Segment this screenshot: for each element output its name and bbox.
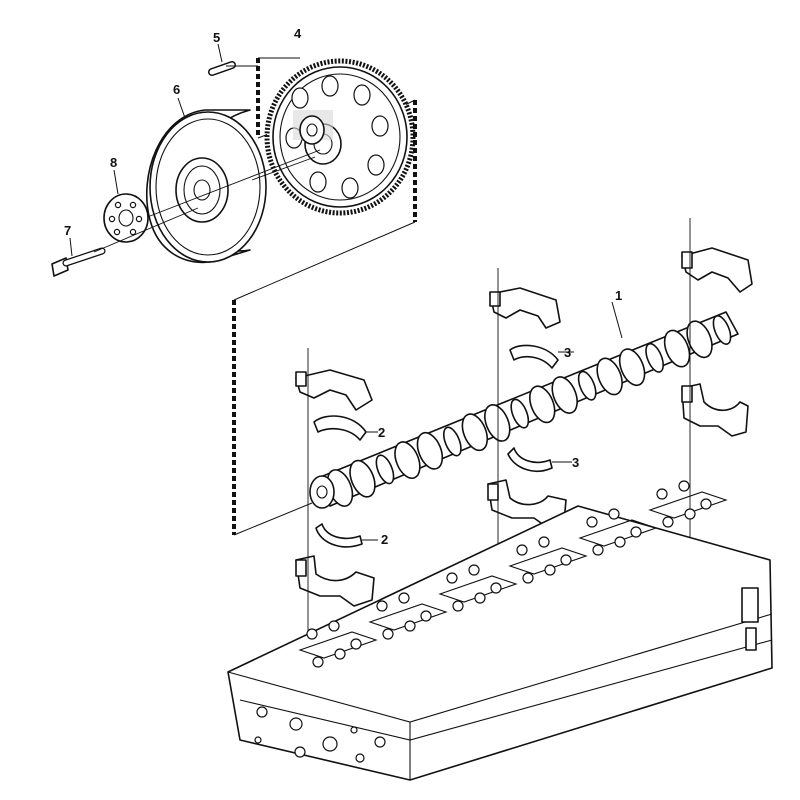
camshaft-lobe [618, 348, 646, 387]
callout-6: 6 [173, 82, 180, 97]
camshaft [309, 301, 739, 509]
head-cylinder-section [368, 592, 448, 640]
bearing-shell-lower-middle [507, 447, 572, 472]
dowel-pin [208, 43, 236, 76]
head-cylinder-section [578, 508, 658, 556]
camshaft-lobe [551, 376, 578, 414]
bearing-shell-upper-left [313, 415, 378, 441]
bearing-shell-lower-left [315, 523, 378, 548]
assembly-dashed-outline [232, 57, 417, 536]
camshaft-gear [264, 58, 416, 216]
callout-3-lower: 3 [572, 455, 579, 470]
thrust-washer [103, 169, 149, 243]
head-cylinder-section [648, 480, 728, 528]
head-cylinder-section [508, 536, 588, 584]
bearing-cap-right-upper [681, 247, 753, 293]
gear-hub-wheel [146, 97, 267, 264]
callout-5: 5 [213, 30, 220, 45]
camshaft-lobe [442, 426, 462, 457]
head-cylinder-section [438, 564, 518, 612]
callout-4: 4 [294, 26, 302, 41]
callout-7: 7 [64, 223, 71, 238]
head-cylinder-section [298, 620, 378, 668]
camshaft-lobe [596, 357, 623, 396]
head-front-face-holes [254, 706, 386, 763]
camshaft-lobe [394, 441, 421, 480]
callout-2-upper: 2 [378, 425, 385, 440]
camshaft-lobe [375, 454, 395, 485]
camshaft-lobe [686, 320, 713, 359]
callout-2-lower: 2 [381, 532, 388, 547]
bearing-shell-upper-middle [509, 344, 574, 369]
callout-1: 1 [615, 288, 622, 303]
camshaft-lobe [577, 370, 597, 401]
camshaft-lobe [416, 431, 444, 470]
camshaft-lobe [461, 413, 489, 452]
head-side-ports [741, 587, 759, 651]
camshaft-lobe [645, 342, 664, 373]
bearing-cap-middle-upper [489, 287, 561, 329]
cylinder-head [227, 480, 773, 781]
camshaft-lobe [712, 315, 732, 345]
camshaft-lobe [510, 398, 530, 429]
camshaft-lobe [484, 404, 511, 442]
bearing-cap-right-lower [681, 383, 749, 437]
bearing-cap-left-upper [295, 369, 373, 411]
assembly-axis-lines [93, 65, 321, 253]
camshaft-lobe [663, 329, 691, 368]
callout-8: 8 [110, 155, 117, 170]
callout-3-upper: 3 [564, 345, 571, 360]
bearing-cap-left-lower [295, 555, 375, 607]
camshaft-lobe [349, 459, 376, 498]
camshaft-lobe [528, 385, 556, 424]
hex-bolt [51, 237, 106, 277]
